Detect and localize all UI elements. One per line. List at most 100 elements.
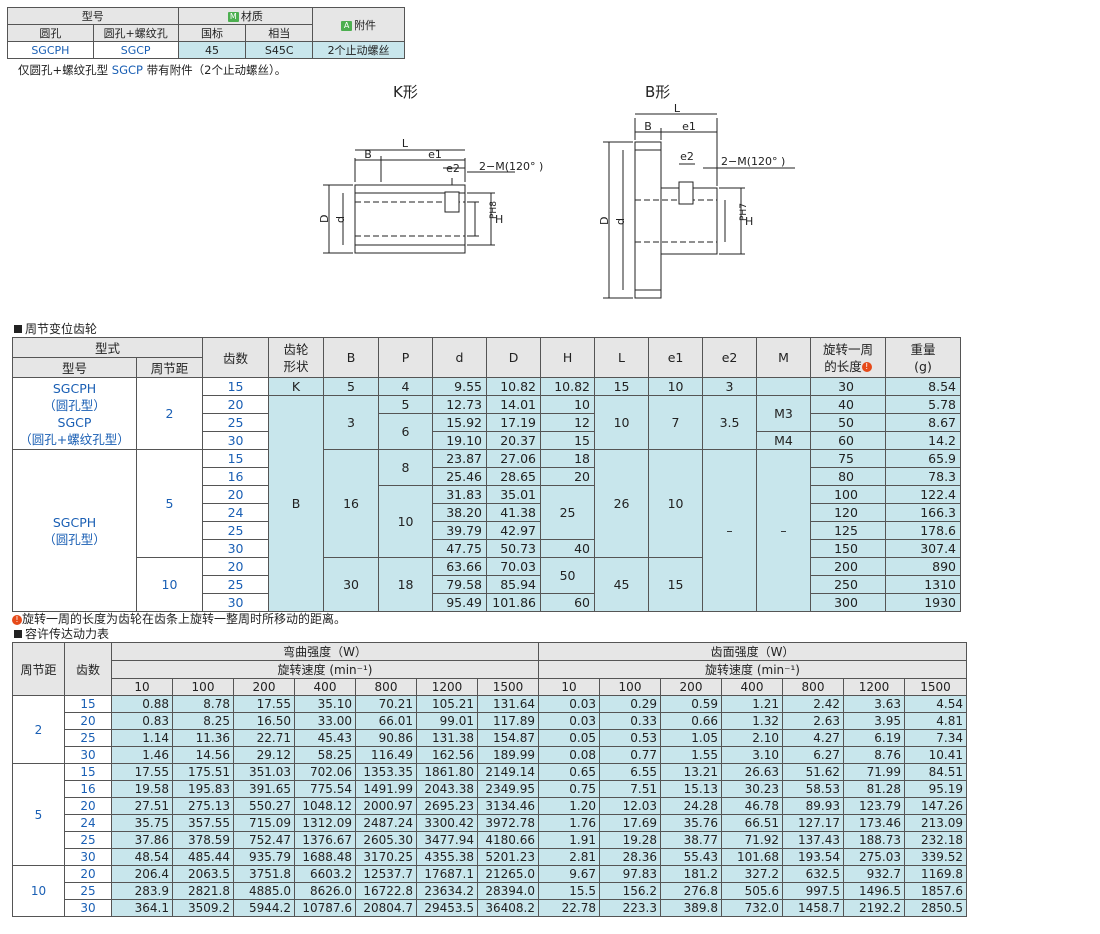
gear-cell: 890 xyxy=(885,557,962,576)
gear-cell: 23.87 xyxy=(432,449,488,468)
power-cell: 116.49 xyxy=(355,746,417,764)
speed-header: 800 xyxy=(782,678,844,696)
svg-text:e2: e2 xyxy=(446,162,460,175)
gear-cell: 307.4 xyxy=(885,539,962,558)
material-note: 仅圆孔+螺纹孔型 SGCP 带有附件（2个止动螺丝）。 xyxy=(18,63,287,77)
material-equiv: S45C xyxy=(245,41,314,59)
power-section-title: 容许传达动力表 xyxy=(14,625,109,642)
power-cell: 45.43 xyxy=(294,729,356,747)
power-cell: 4.81 xyxy=(904,712,967,730)
gear-cell: 166.3 xyxy=(885,503,962,522)
power-cell: 35.75 xyxy=(111,814,173,832)
power-cell: 1688.48 xyxy=(294,848,356,866)
gear-cell: M3 xyxy=(756,395,812,432)
power-cell: 173.46 xyxy=(843,814,905,832)
power-cell: 28.36 xyxy=(599,848,661,866)
power-h-speed-bend: 旋转速度 (min⁻¹) xyxy=(111,660,539,679)
gear-cell: 6 xyxy=(378,413,434,450)
svg-text:L: L xyxy=(674,102,681,115)
svg-text:D: D xyxy=(598,217,611,225)
power-cell: 339.52 xyxy=(904,848,967,866)
power-cell: 2043.38 xyxy=(416,780,478,798)
power-cell: 17.55 xyxy=(233,695,295,713)
power-cell: 12537.7 xyxy=(355,865,417,883)
power-cell: 3.95 xyxy=(843,712,905,730)
power-cell: 275.03 xyxy=(843,848,905,866)
power-cell: 1.20 xyxy=(538,797,600,815)
gear-cell: 26 xyxy=(594,449,650,558)
power-cell: 5201.23 xyxy=(477,848,539,866)
power-cell: 12.03 xyxy=(599,797,661,815)
power-cell: 1.91 xyxy=(538,831,600,849)
warning-icon: ! xyxy=(12,614,22,625)
power-cell: 99.01 xyxy=(416,712,478,730)
power-cell: 1.76 xyxy=(538,814,600,832)
gear-cell: 7 xyxy=(648,395,704,450)
power-cell: 51.62 xyxy=(782,763,844,781)
gear-cell: 25 xyxy=(202,521,270,540)
power-pitch: 2 xyxy=(12,695,65,764)
gear-h-B: B xyxy=(323,337,380,378)
power-cell: 505.6 xyxy=(721,882,783,900)
gear-cell: 300 xyxy=(810,593,887,612)
gear-cell: B xyxy=(268,395,325,612)
power-cell: 66.01 xyxy=(355,712,417,730)
power-cell: 223.3 xyxy=(599,899,661,917)
power-cell: 147.26 xyxy=(904,797,967,815)
power-cell: 19.58 xyxy=(111,780,173,798)
gear-cell: 15 xyxy=(202,377,270,396)
gear-cell: 12 xyxy=(540,413,596,432)
power-cell: 105.21 xyxy=(416,695,478,713)
gear-cell: 25 xyxy=(202,575,270,594)
gear-h-length: 旋转一周的长度! xyxy=(810,337,887,378)
power-cell: 997.5 xyxy=(782,882,844,900)
power-teeth: 25 xyxy=(64,831,112,849)
power-cell: 6.55 xyxy=(599,763,661,781)
power-cell: 3751.8 xyxy=(233,865,295,883)
gear-cell: 15 xyxy=(648,557,704,612)
power-cell: 1.05 xyxy=(660,729,722,747)
gear-cell: 8.67 xyxy=(885,413,962,432)
power-teeth: 30 xyxy=(64,746,112,764)
power-cell: 11.36 xyxy=(172,729,234,747)
model-header: 型号 xyxy=(7,7,179,25)
gear-cell: 8.54 xyxy=(885,377,962,396)
gear-cell: 24 xyxy=(202,503,270,522)
gear-h-weight: 重量(g) xyxy=(885,337,962,378)
gear-cell: 30 xyxy=(202,593,270,612)
speed-header: 10 xyxy=(111,678,173,696)
gear-cell: 27.06 xyxy=(486,449,542,468)
gear-cell: 30 xyxy=(202,431,270,450)
power-cell: 117.89 xyxy=(477,712,539,730)
power-cell: 0.53 xyxy=(599,729,661,747)
svg-text:B: B xyxy=(364,148,372,161)
gear-cell: 14.01 xyxy=(486,395,542,414)
power-cell: 0.75 xyxy=(538,780,600,798)
material-tag-icon: M xyxy=(227,12,239,22)
speed-header: 200 xyxy=(660,678,722,696)
power-cell: 33.00 xyxy=(294,712,356,730)
gear-cell: 10 xyxy=(594,395,650,450)
power-cell: 2000.97 xyxy=(355,797,417,815)
gear-cell: 65.9 xyxy=(885,449,962,468)
power-h-speed-face: 旋转速度 (min⁻¹) xyxy=(538,660,967,679)
power-cell: 15.5 xyxy=(538,882,600,900)
power-cell: 7.51 xyxy=(599,780,661,798)
power-cell: 22.78 xyxy=(538,899,600,917)
gear-cell: 3 xyxy=(323,395,380,450)
gear-cell: 12.73 xyxy=(432,395,488,414)
power-cell: 30.23 xyxy=(721,780,783,798)
power-cell: 1169.8 xyxy=(904,865,967,883)
gear-cell: 3 xyxy=(702,377,758,396)
power-cell: 154.87 xyxy=(477,729,539,747)
power-cell: 7.34 xyxy=(904,729,967,747)
gear-cell: 250 xyxy=(810,575,887,594)
